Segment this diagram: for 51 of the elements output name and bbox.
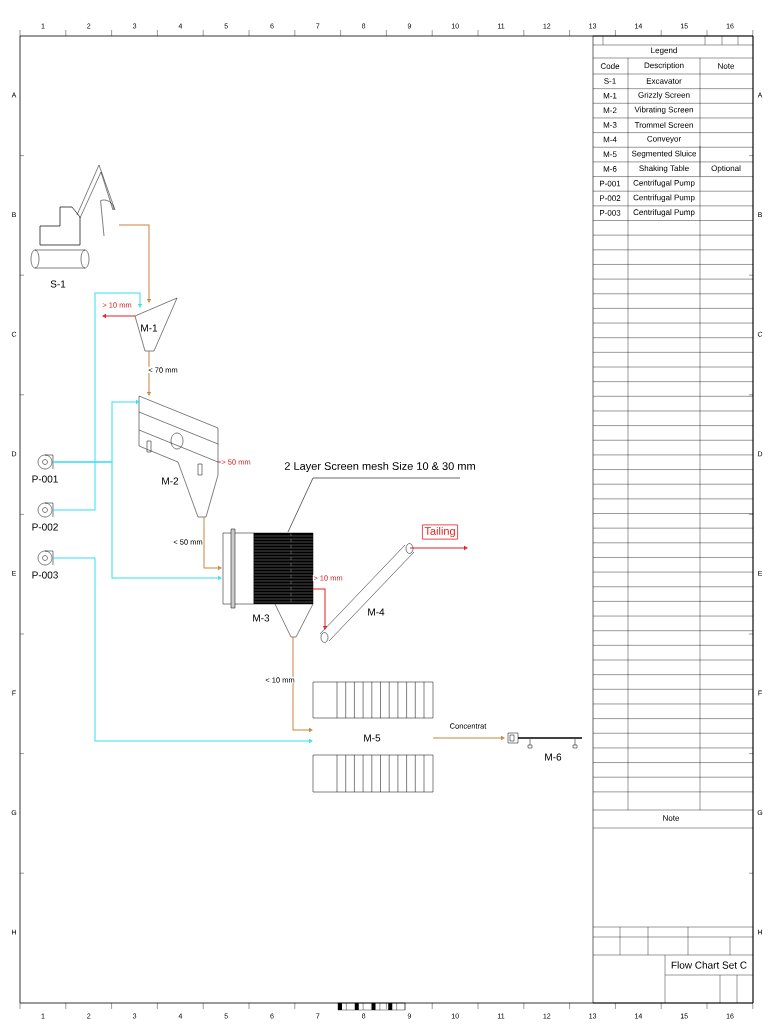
table-cell: Note bbox=[718, 63, 735, 69]
table-cell: S-1 bbox=[604, 78, 616, 84]
table-cell: Description bbox=[644, 62, 684, 70]
table-cell: Excavator bbox=[646, 78, 682, 84]
equipment-code: M-6 bbox=[545, 753, 562, 761]
arrow bbox=[432, 736, 505, 740]
table-cell: Conveyor bbox=[647, 136, 681, 144]
table-cell: Centrifugal Pump bbox=[633, 209, 695, 217]
equipment-code: M-1 bbox=[141, 324, 158, 332]
table-cell: Grizzly Screen bbox=[638, 91, 690, 100]
arrow bbox=[147, 350, 151, 396]
table-cell: Trommel Screen bbox=[634, 122, 693, 128]
arrow bbox=[312, 588, 327, 630]
table-cell: Segmented Sluice bbox=[631, 150, 697, 158]
equipment-code: P-001 bbox=[32, 475, 58, 483]
equipment-code: M-3 bbox=[253, 614, 270, 622]
table-cell: P-002 bbox=[600, 195, 621, 202]
arrow bbox=[292, 636, 313, 732]
table-cell: Optional bbox=[711, 165, 741, 173]
drawing-title: Flow Chart Set C bbox=[671, 961, 747, 969]
table-cell: Note bbox=[663, 815, 680, 821]
table-cell: Centrifugal Pump bbox=[633, 179, 695, 188]
equipment-code: M-5 bbox=[364, 734, 381, 742]
arrow bbox=[118, 224, 151, 303]
table-cell: M-3 bbox=[603, 122, 617, 128]
arrow bbox=[51, 292, 142, 511]
arrow bbox=[102, 314, 136, 318]
arrow bbox=[52, 461, 222, 580]
equipment-code: S-1 bbox=[50, 280, 66, 288]
table-cell: M-2 bbox=[603, 107, 617, 114]
table-heading: Legend bbox=[651, 47, 677, 55]
table-cell: M-4 bbox=[603, 136, 617, 143]
leader-line bbox=[287, 477, 461, 533]
table-cell: Shaking Table bbox=[639, 165, 689, 173]
equipment-code: M-2 bbox=[162, 477, 179, 485]
table-cell: Code bbox=[600, 63, 620, 69]
arrow bbox=[203, 516, 222, 570]
table-cell: M-1 bbox=[603, 92, 617, 99]
callout-text: 2 Layer Screen mesh Size 10 & 30 mm bbox=[284, 461, 475, 473]
equipment-code: M-4 bbox=[368, 608, 385, 616]
table-cell: M-6 bbox=[603, 166, 617, 172]
equipment-code: P-002 bbox=[32, 523, 58, 531]
table-cell: Centrifugal Pump bbox=[633, 194, 695, 202]
edge-label: Tailing bbox=[422, 524, 458, 540]
table-cell: P-003 bbox=[600, 210, 621, 216]
table-cell: M-5 bbox=[603, 151, 617, 158]
arrow bbox=[409, 546, 468, 550]
arrow bbox=[51, 557, 313, 743]
table-cell: P-001 bbox=[600, 180, 621, 187]
equipment-code: P-003 bbox=[32, 571, 58, 579]
table-cell: Vibrating Screen bbox=[634, 106, 693, 115]
